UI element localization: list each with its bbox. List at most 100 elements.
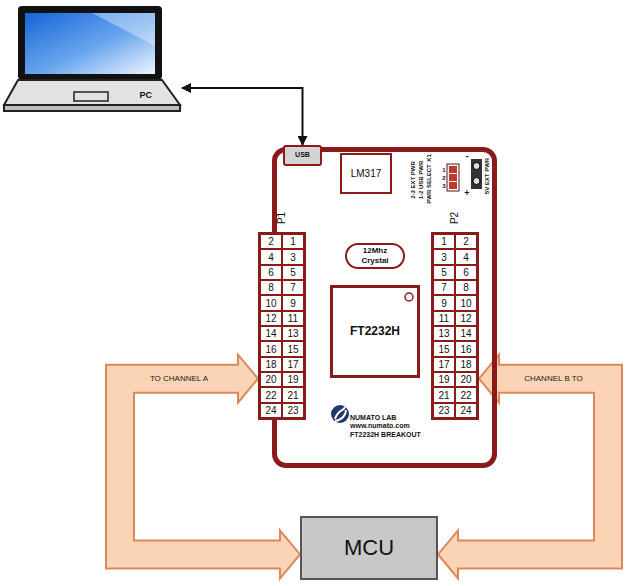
- node-label: 12Mhz Crystal: [355, 246, 395, 265]
- mcu-box: MCU: [300, 516, 438, 580]
- jumper-pin: [449, 182, 457, 189]
- pin-number: 6: [455, 265, 477, 280]
- node-label: USB: [295, 151, 310, 159]
- pin-number: 11: [282, 311, 304, 326]
- node-label: NUMATO LAB www.numato.com FT2232H BREAKO…: [350, 414, 432, 439]
- pin-number: 2: [455, 234, 477, 249]
- pin-number: 2: [260, 234, 282, 249]
- pin-number: 5: [282, 265, 304, 280]
- logo-icon: [331, 405, 349, 423]
- laptop-rim: [4, 105, 180, 111]
- pin-number: 7: [282, 280, 304, 295]
- board-marking: 5V EXT PWR: [484, 158, 490, 194]
- band-arrowhead: [238, 355, 258, 403]
- pin-number: 9: [433, 295, 455, 310]
- cable-line: [182, 88, 303, 145]
- power-connector: [471, 159, 482, 189]
- jumper-housing: [447, 164, 459, 191]
- laptop-base: [4, 80, 180, 105]
- pin-number: 21: [433, 387, 455, 402]
- pin-number: 16: [455, 341, 477, 356]
- pin-number: 12: [260, 311, 282, 326]
- board-marking: -: [466, 152, 469, 161]
- node-label: MCU: [344, 535, 394, 561]
- touchpad: [74, 92, 108, 101]
- board-marking: K1: [426, 154, 432, 162]
- pin-number: 10: [455, 295, 477, 310]
- pin-number: 11: [433, 311, 455, 326]
- pc-laptop: PC: [2, 6, 182, 114]
- laptop-illustration: [2, 6, 182, 114]
- pin-number: 10: [260, 295, 282, 310]
- board-marking: 1-2 USB PWR: [418, 161, 424, 200]
- board-marking: 1: [442, 167, 445, 173]
- ft2232h-chip: FT2232H: [330, 285, 420, 378]
- pin-number: 14: [260, 326, 282, 341]
- band-fill: [120, 379, 281, 555]
- pin-number: 12: [455, 311, 477, 326]
- node-label: FT2232H: [350, 324, 400, 338]
- pin-number: 20: [455, 372, 477, 387]
- breakout-board: NUMATO LAB www.numato.com FT2232H BREAKO…: [272, 147, 497, 468]
- band-arrowhead: [280, 530, 300, 578]
- pin-number: 15: [282, 341, 304, 356]
- pin-number: 16: [260, 341, 282, 356]
- pin-number: 3: [433, 249, 455, 264]
- pin-number: 5: [433, 265, 455, 280]
- channel-arrow: [120, 355, 300, 579]
- pin1-marker: [405, 293, 413, 301]
- board-marking: 3: [442, 183, 445, 189]
- pin-number: 23: [433, 403, 455, 418]
- power-terminal: [473, 178, 480, 185]
- pin-number: 8: [455, 280, 477, 295]
- logo-swoosh: [335, 407, 346, 421]
- pin-number: 3: [282, 249, 304, 264]
- screen: [25, 13, 155, 74]
- pin-number: 17: [282, 357, 304, 372]
- screen-glare: [92, 13, 155, 46]
- jumper-pin: [449, 174, 457, 181]
- pin-number: 4: [455, 249, 477, 264]
- pin-number: 1: [282, 234, 304, 249]
- pin-number: 17: [433, 357, 455, 372]
- pin-header: P212345678910111213141516171819202122232…: [431, 232, 479, 420]
- pin-number: 4: [260, 249, 282, 264]
- pin-number: 18: [455, 357, 477, 372]
- pin-number: 9: [282, 295, 304, 310]
- pin-number: 6: [260, 265, 282, 280]
- regulator-chip: LM317: [340, 153, 392, 194]
- pin-number: 20: [260, 372, 282, 387]
- power-terminal: [473, 163, 480, 170]
- pin-number: 7: [433, 280, 455, 295]
- pin-number: 13: [282, 326, 304, 341]
- header-label: P2: [449, 212, 461, 224]
- pin-number: 24: [260, 403, 282, 418]
- pin-number: 1: [433, 234, 455, 249]
- pin-header: P121436587109121114131615181720192221242…: [258, 232, 306, 420]
- pin-number: 18: [260, 357, 282, 372]
- node-label: LM317: [351, 168, 382, 180]
- pin-number: 22: [455, 387, 477, 402]
- screen-frame: [18, 6, 162, 80]
- pin-number: 23: [282, 403, 304, 418]
- usb-cable-arrow: [182, 88, 303, 145]
- channel-label: CHANNEL B TO: [522, 374, 585, 384]
- pin-number: 24: [455, 403, 477, 418]
- pin-number: 8: [260, 280, 282, 295]
- pin-number: 21: [282, 387, 304, 402]
- band-arrowhead: [438, 530, 458, 578]
- usb-connector: USB: [283, 145, 322, 166]
- pin-number: 14: [455, 326, 477, 341]
- channel-label: TO CHANNEL A: [148, 374, 210, 384]
- board-marking: 2-3 EXT PWR: [410, 161, 416, 199]
- crystal-oscillator: 12Mhz Crystal: [345, 243, 405, 269]
- header-label: P1: [276, 212, 288, 224]
- pin-number: 13: [433, 326, 455, 341]
- board-marking: +: [464, 189, 469, 198]
- board-marking: 2: [442, 175, 445, 181]
- jumper-pin: [449, 166, 457, 173]
- pin-number: 19: [282, 372, 304, 387]
- pin-number: 19: [433, 372, 455, 387]
- band-outline: [120, 379, 280, 555]
